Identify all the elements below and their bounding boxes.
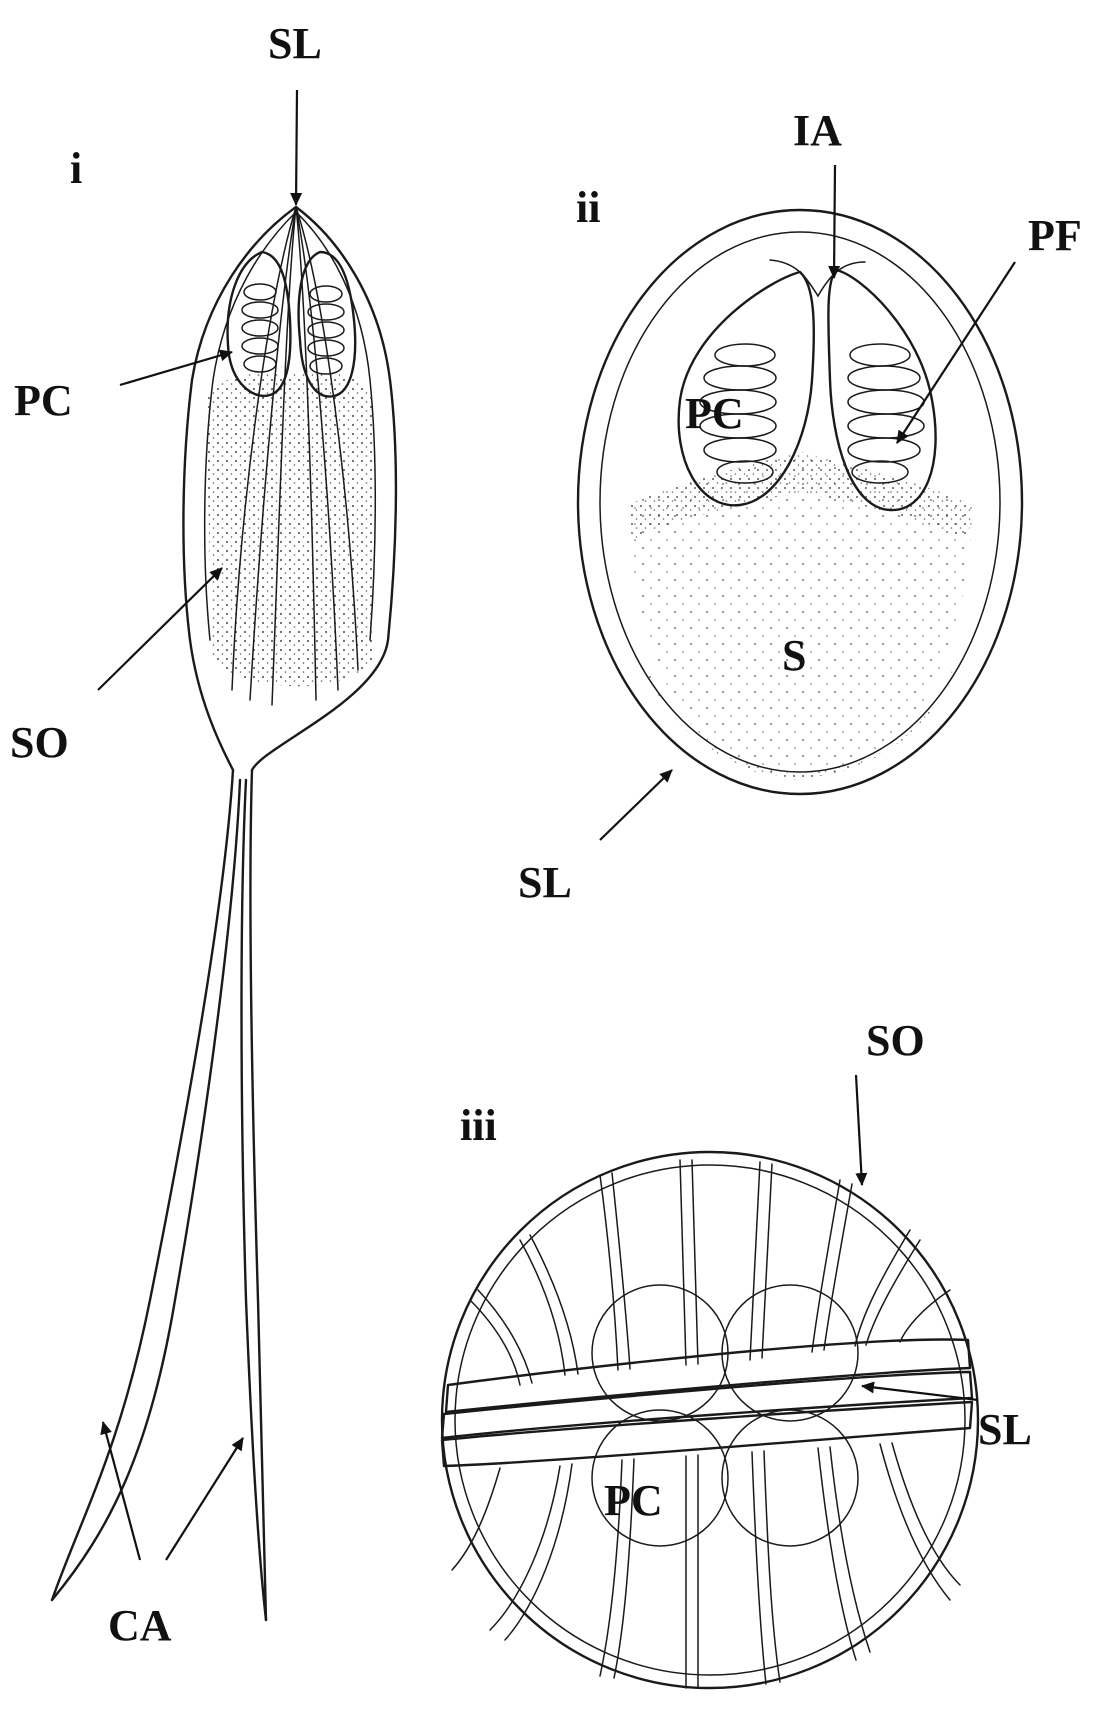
arrow-sl-iii — [862, 1386, 978, 1400]
panel-label-ii: ii — [576, 183, 600, 232]
panel-label-i: i — [70, 144, 82, 193]
label-pc-i: PC — [14, 376, 73, 425]
label-sl-iii: SL — [978, 1405, 1032, 1454]
arrow-so-i — [98, 568, 222, 690]
label-ia: IA — [793, 106, 842, 155]
panel-label-iii: iii — [460, 1101, 497, 1150]
label-pc-ii: PC — [685, 389, 744, 438]
arrow-ca-left — [103, 1422, 140, 1560]
label-so-i: SO — [10, 718, 69, 767]
label-ca-i: CA — [108, 1601, 172, 1650]
arrow-so-iii — [856, 1075, 862, 1185]
label-sl-i: SL — [268, 19, 322, 68]
label-s: S — [782, 631, 806, 680]
arrow-pf — [897, 262, 1015, 443]
arrow-sl-ii — [600, 770, 672, 840]
arrow-ca-right — [166, 1438, 243, 1560]
panel-ii: ii IA PF PC S SL — [518, 106, 1082, 907]
label-so-iii: SO — [866, 1016, 925, 1065]
arrow-ia — [834, 165, 835, 278]
label-pf: PF — [1028, 211, 1082, 260]
label-sl-ii: SL — [518, 858, 572, 907]
arrow-sl-i — [296, 90, 297, 205]
panel-iii: iii SO SL PC — [442, 1016, 1032, 1688]
panel-i: i SL PC SO CA — [10, 19, 396, 1650]
label-pc-iii: PC — [604, 1476, 663, 1525]
